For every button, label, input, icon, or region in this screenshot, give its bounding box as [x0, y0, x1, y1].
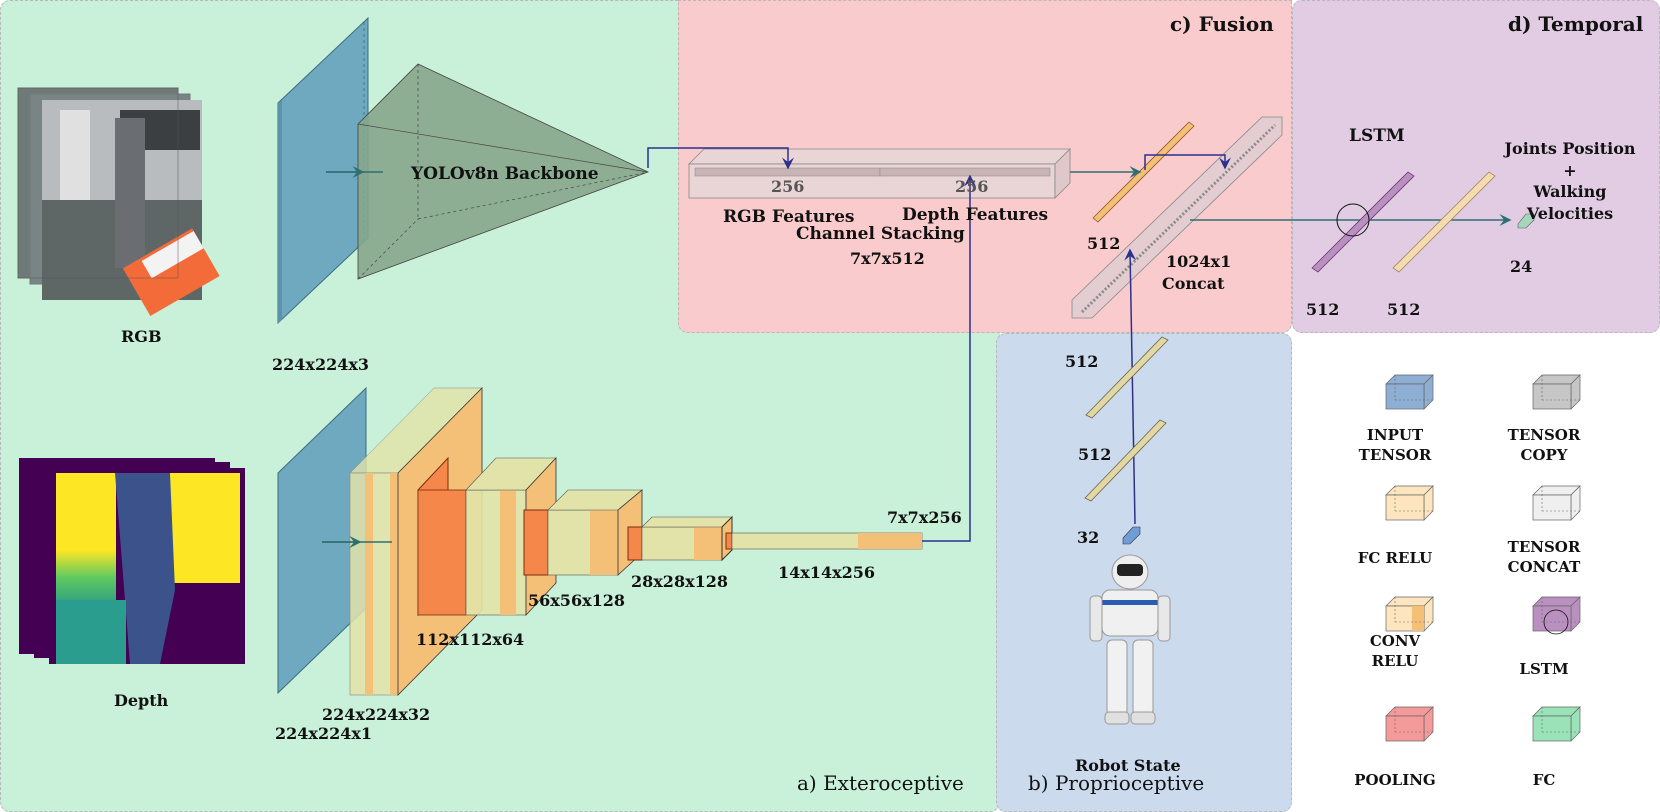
yolo-backbone-pyramid [326, 63, 650, 280]
proprio-input-dims: 32 [1077, 528, 1100, 547]
lstm-bar [1311, 171, 1415, 273]
backbone-label: YOLOv8n Backbone [411, 164, 599, 184]
layer-dims-5: 14x14x256 [778, 563, 876, 582]
rgb-label: RGB [121, 327, 162, 346]
depth-features-label: Depth Features [902, 205, 1049, 225]
proprio-fc1-bar [1085, 336, 1169, 419]
depth-cnn-stack [322, 387, 923, 696]
legend-cube-copy-icon [1532, 374, 1581, 410]
layer-dims-1: 224x224x32 [322, 705, 431, 724]
legend-cube-concat-icon [1532, 485, 1581, 521]
lstm-recurrence-icon [1336, 203, 1370, 237]
legend-cube-lstm-icon [1532, 596, 1581, 635]
depth-label: Depth [114, 691, 169, 710]
legend-cube-fc-icon [1532, 706, 1581, 742]
robot-state-label: Robot State [1075, 756, 1181, 775]
section-title-exteroceptive: a) Exteroceptive [797, 771, 964, 795]
legend-label-fc: FC [1532, 771, 1556, 789]
depth-channels: 256 [955, 177, 989, 196]
proprio-fc2-bar [1084, 419, 1167, 502]
depth-image-stack [19, 458, 245, 664]
fusion-fc-bar [1092, 121, 1195, 223]
rgb-features-label: RGB Features [723, 207, 855, 227]
arrow-rgb-to-fusion [647, 147, 794, 170]
proprio-fc1-dims: 512 [1065, 352, 1099, 371]
legend-label-pooling: POOLING [1354, 771, 1436, 789]
lstm-label: LSTM [1349, 126, 1405, 146]
layer-dims-4: 28x28x128 [631, 572, 729, 591]
legend-label-lstm: LSTM [1519, 660, 1569, 678]
legend-cube-pooling-icon [1385, 706, 1434, 742]
legend-cubes [1385, 374, 1581, 742]
arrow-depth-to-fusion [922, 174, 976, 542]
output-label-line2: Walking Velocities [1526, 182, 1614, 223]
channel-stacking-label: Channel Stacking [796, 224, 965, 244]
output-label: Joints Position + Walking Velocities [1490, 138, 1650, 224]
arrow-proprio-to-concat [1124, 248, 1137, 525]
rgb-image-stack [17, 87, 220, 316]
output-fc-block [1517, 213, 1535, 229]
concat-dims: 1024x1 [1166, 252, 1232, 271]
output-label-line1: Joints Position [1504, 139, 1636, 158]
legend-label-fcrelu: FC RELU [1357, 549, 1433, 567]
channel-stacking-dims: 7x7x512 [850, 249, 925, 268]
concat-label: Concat [1162, 274, 1225, 293]
depth-input-dims: 224x224x1 [275, 724, 373, 743]
lstm-dims: 512 [1306, 300, 1340, 319]
section-title-fusion: c) Fusion [1170, 12, 1274, 36]
fusion-fc-dims: 512 [1087, 234, 1121, 253]
layer-dims-3: 56x56x128 [528, 591, 626, 610]
proprio-fc2-dims: 512 [1078, 445, 1112, 464]
section-title-temporal: d) Temporal [1508, 12, 1644, 36]
legend-cube-convrelu-icon [1385, 596, 1434, 632]
legend-cube-input-icon [1385, 374, 1434, 410]
robot-image [1089, 554, 1171, 725]
arrow-fc-to-concat [1144, 154, 1231, 170]
panel-temporal [1292, 0, 1660, 333]
output-dims: 24 [1510, 257, 1533, 276]
rgb-input-tensor [277, 16, 369, 325]
layer-dims-6: 7x7x256 [887, 508, 962, 527]
legend-cube-fcrelu-icon [1385, 485, 1434, 521]
channel-stacking-tensor [688, 148, 1071, 199]
proprio-input-block [1122, 526, 1141, 545]
section-title-proprioceptive: b) Proprioceptive [1028, 771, 1205, 795]
temporal-fc-bar [1392, 171, 1496, 273]
temporal-fc-dims: 512 [1387, 300, 1421, 319]
output-label-plus: + [1563, 160, 1577, 180]
rgb-channels: 256 [771, 177, 805, 196]
rgb-input-dims: 224x224x3 [272, 355, 370, 374]
layer-dims-2: 112x112x64 [416, 630, 525, 649]
